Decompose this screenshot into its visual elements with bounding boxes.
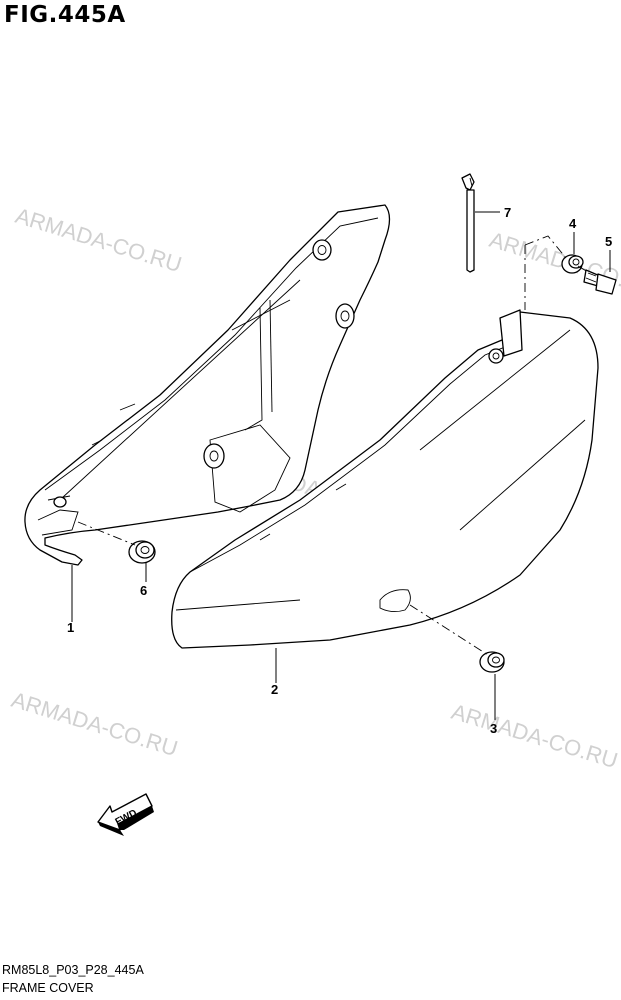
diagram-code: RM85L8_P03_P28_445A <box>2 963 144 977</box>
callout-4: 4 <box>569 216 577 231</box>
watermark-5: ARMADA-CO.RU <box>449 699 621 773</box>
watermark-4: ARMADA-CO.RU <box>9 687 181 761</box>
cable-tie <box>461 173 475 273</box>
grommet-small <box>128 540 156 564</box>
callout-7: 7 <box>504 205 511 220</box>
watermark-1: ARMADA-CO.RU <box>13 203 185 277</box>
grommet <box>561 254 584 274</box>
grommet-lower <box>479 651 505 673</box>
callout-3: 3 <box>490 721 497 736</box>
bolt <box>583 269 617 295</box>
fwd-arrow-icon: FWD <box>97 793 154 836</box>
diagram-caption: FRAME COVER <box>2 981 94 995</box>
figure-title: FIG.445A <box>4 2 126 28</box>
callout-2: 2 <box>271 682 278 697</box>
frame-cover-inner <box>24 204 391 566</box>
side-cover-outer <box>171 309 599 649</box>
callout-5: 5 <box>605 234 612 249</box>
assembly-lines <box>77 235 589 656</box>
callouts: 1 2 3 4 5 6 7 <box>67 205 612 736</box>
leader-lines <box>71 211 611 720</box>
callout-1: 1 <box>67 620 74 635</box>
callout-6: 6 <box>140 583 147 598</box>
